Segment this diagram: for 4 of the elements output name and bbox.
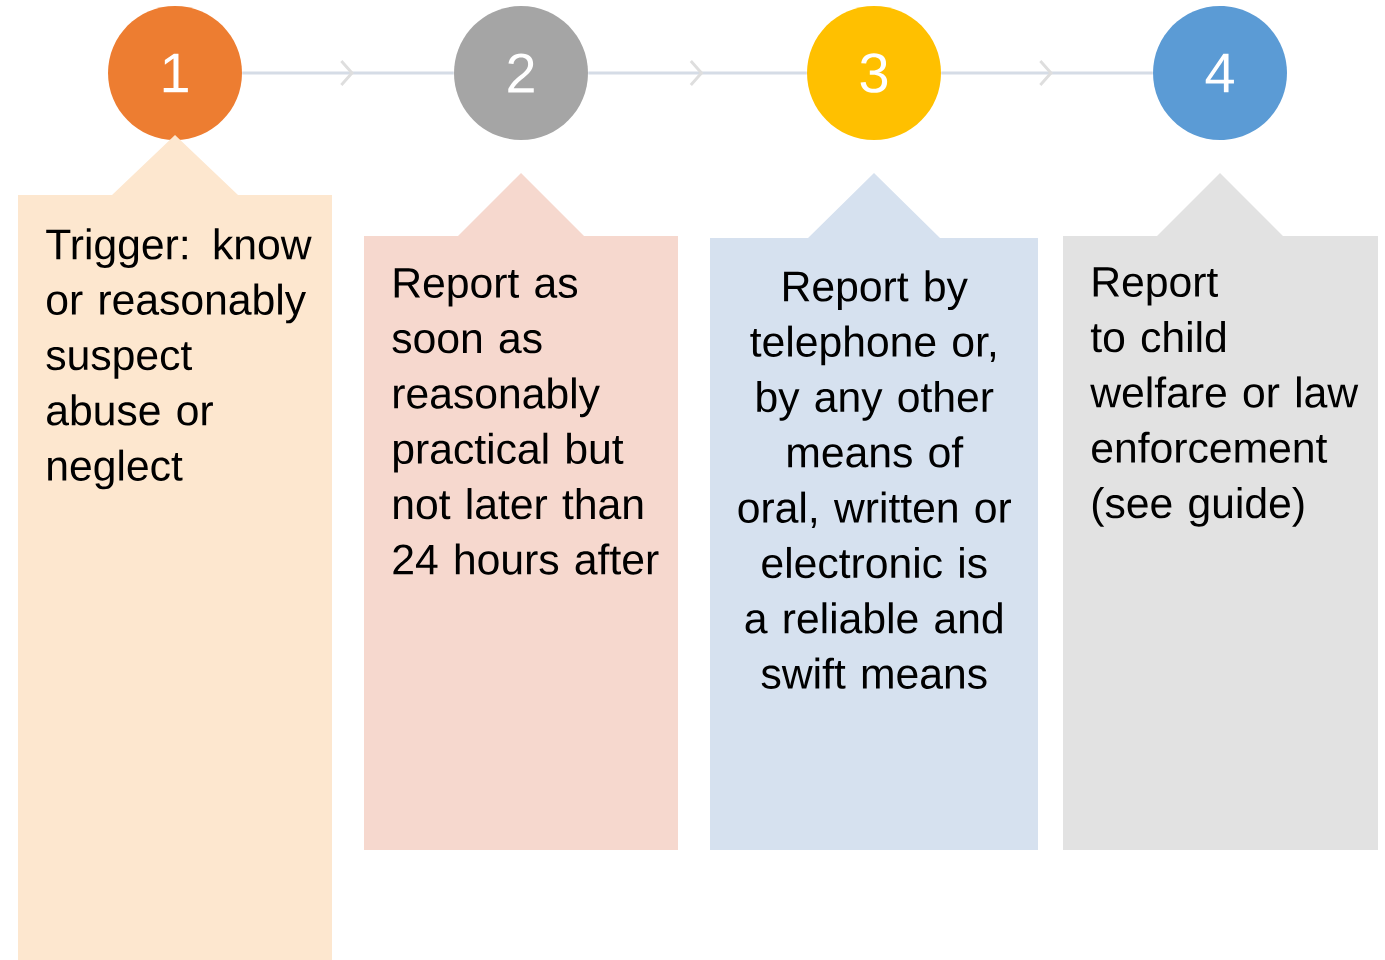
arrow-box: Report by telephone or, by any other means of oral, written or electronic is a reliable and swift means [710,173,1038,850]
arrow-box: Report to child welfare or law enforcement (see guide) [1063,173,1378,850]
arrow-box: Report as soon as reasonably practical but not later than 24 hours after [364,173,678,850]
arrow-box: Trigger: know or reasonably suspect abuse or neglect [18,135,332,960]
